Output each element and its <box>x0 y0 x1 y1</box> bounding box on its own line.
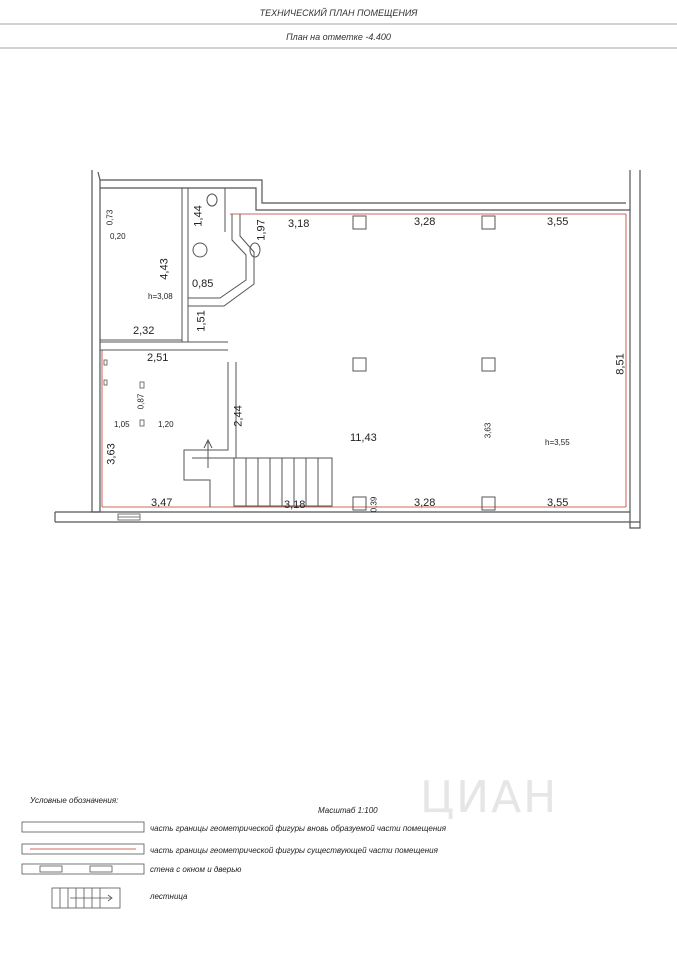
dim-bottom-1: 3,47 <box>151 497 173 509</box>
main-room-height: h=3,55 <box>545 438 570 447</box>
dim-main-span: 11,43 <box>350 432 377 444</box>
legend-heading: Условные обозначения: <box>30 796 119 805</box>
dim-corridor-b: 2,51 <box>147 352 169 364</box>
dim-left-room-bottom: 2,32 <box>133 325 155 337</box>
columns <box>352 215 496 511</box>
dim-bottom-2: 3,18 <box>284 499 306 511</box>
left-room-height: h=3,08 <box>148 292 173 301</box>
dim-bottom-4: 3,55 <box>547 497 569 509</box>
stair-area <box>183 362 333 507</box>
legend-item-wall-window-door: стена с окном и дверью <box>150 865 242 874</box>
watermark-logo: ЦИАН <box>420 772 559 823</box>
wc-walls <box>188 188 261 307</box>
dim-corridor-a: 1,51 <box>195 310 208 332</box>
dim-bottom-3: 3,28 <box>414 497 436 509</box>
legend-item-existing-boundary: часть границы геометрической фигуры суще… <box>150 846 438 855</box>
dim-main-depth: 3,63 <box>483 422 493 439</box>
entry-markers <box>103 359 145 427</box>
dim-main-gap: 0,39 <box>369 496 379 513</box>
dim-entry-a: 0,87 <box>136 393 146 410</box>
dim-top-2: 3,28 <box>414 216 436 228</box>
scale-label: Масштаб 1:100 <box>318 806 378 815</box>
left-room-walls <box>99 187 228 351</box>
dim-entry-b: 1,05 <box>114 420 130 429</box>
dim-wc-a: 1,44 <box>192 205 205 227</box>
sheet-title: ТЕХНИЧЕСКИЙ ПЛАН ПОМЕЩЕНИЯ <box>259 8 418 18</box>
legend-item-stairs: лестница <box>150 892 188 901</box>
bottom-door <box>117 513 141 521</box>
dim-left-room-width: 4,43 <box>158 258 171 280</box>
dim-wc-b: 1,97 <box>255 219 268 241</box>
dim-main-right: 8,51 <box>614 353 627 375</box>
dim-top-1: 3,18 <box>288 218 310 230</box>
dim-entry-c: 1,20 <box>158 420 174 429</box>
dim-small-a: 0,73 <box>105 209 115 226</box>
dim-top-3: 3,55 <box>547 216 569 228</box>
dim-entry-d: 3,63 <box>105 443 118 465</box>
dim-stair: 2,44 <box>232 405 245 427</box>
sheet-subtitle: План на отметке -4.400 <box>286 32 391 42</box>
existing-boundary <box>101 213 627 508</box>
legend-item-new-boundary: часть границы геометрической фигуры внов… <box>150 824 446 833</box>
dim-small-b: 0,20 <box>110 232 126 241</box>
dim-wc-c: 0,85 <box>192 278 214 290</box>
legend-swatches <box>21 821 145 909</box>
